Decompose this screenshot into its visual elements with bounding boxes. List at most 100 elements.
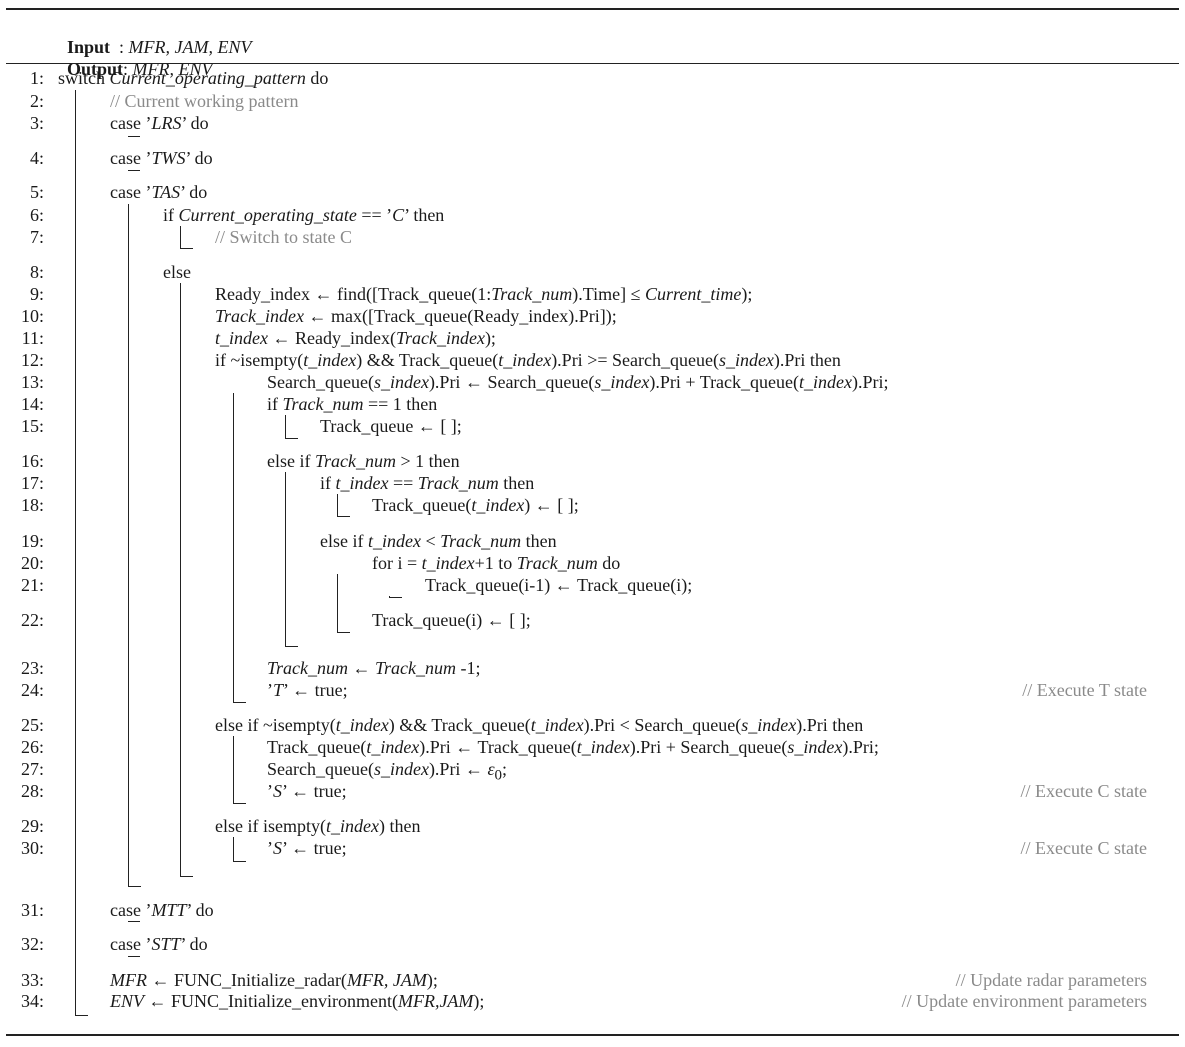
code-line: case ’TWS’ do bbox=[110, 148, 213, 168]
code-line: Track_queue(t_index).Pri ← Track_queue(t… bbox=[267, 737, 879, 757]
line-number: 9: bbox=[29, 284, 44, 304]
line-number: 23: bbox=[20, 658, 44, 678]
code-line: ’S’ ← true; bbox=[267, 838, 347, 858]
empty-block-mark bbox=[128, 170, 140, 172]
line-number: 26: bbox=[20, 737, 44, 757]
code-line: for i = t_index+1 to Track_num do bbox=[372, 553, 621, 573]
line-comment: // Execute C state bbox=[1020, 781, 1147, 801]
code-line: Track_queue ← [ ]; bbox=[320, 416, 462, 436]
line-number: 24: bbox=[20, 680, 44, 700]
block-bracket bbox=[389, 596, 402, 598]
code-line: case ’LRS’ do bbox=[110, 113, 209, 133]
code-line: ’S’ ← true; bbox=[267, 781, 347, 801]
line-number: 3: bbox=[29, 113, 44, 133]
line-number: 1: bbox=[29, 68, 44, 88]
code-line: ’T’ ← true; bbox=[267, 680, 348, 700]
input-line: Input : MFR, JAM, ENV bbox=[58, 14, 252, 58]
code-line: switch Current_operating_pattern do bbox=[58, 68, 329, 88]
code-line: case ’MTT’ do bbox=[110, 900, 214, 920]
code-line: Track_index ← max([Track_queue(Ready_ind… bbox=[215, 306, 617, 326]
line-number: 4: bbox=[29, 148, 44, 168]
block-bracket bbox=[285, 415, 298, 439]
code-line: else bbox=[163, 262, 191, 282]
empty-block-mark bbox=[128, 921, 140, 923]
code-line: Track_queue(t_index) ← [ ]; bbox=[372, 495, 579, 515]
input-value: MFR, JAM, ENV bbox=[128, 37, 252, 57]
line-number: 25: bbox=[20, 715, 44, 735]
line-comment: // Update environment parameters bbox=[901, 991, 1147, 1011]
empty-block-mark bbox=[128, 956, 140, 958]
header-rule bbox=[6, 63, 1179, 64]
line-number: 30: bbox=[20, 838, 44, 858]
line-number: 18: bbox=[20, 495, 44, 515]
block-bracket bbox=[128, 204, 141, 887]
code-line: Search_queue(s_index).Pri ← ε0; bbox=[267, 759, 508, 784]
line-number: 28: bbox=[20, 781, 44, 801]
code-line: Ready_index ← find([Track_queue(1:Track_… bbox=[215, 284, 753, 304]
line-comment: // Execute T state bbox=[1022, 680, 1147, 700]
line-number: 19: bbox=[20, 531, 44, 551]
line-number: 13: bbox=[20, 372, 44, 392]
input-separator: : bbox=[110, 37, 129, 57]
block-bracket bbox=[233, 393, 246, 703]
output-label: Output bbox=[67, 59, 124, 79]
code-line: else if ~isempty(t_index) && Track_queue… bbox=[215, 715, 864, 735]
line-number: 6: bbox=[29, 205, 44, 225]
line-number: 22: bbox=[20, 610, 44, 630]
block-bracket bbox=[180, 226, 193, 249]
code-line: if Track_num == 1 then bbox=[267, 394, 438, 414]
line-number: 15: bbox=[20, 416, 44, 436]
line-number: 14: bbox=[20, 394, 44, 414]
input-label: Input bbox=[67, 37, 111, 57]
code-line: case ’STT’ do bbox=[110, 934, 208, 954]
block-bracket bbox=[337, 574, 350, 633]
code-line: t_index ← Ready_index(Track_index); bbox=[215, 328, 496, 348]
bottom-rule bbox=[6, 1034, 1179, 1036]
line-number: 5: bbox=[29, 182, 44, 202]
code-line: case ’TAS’ do bbox=[110, 182, 208, 202]
block-bracket bbox=[337, 494, 350, 517]
code-line: MFR ← FUNC_Initialize_radar(MFR, JAM); bbox=[110, 970, 438, 990]
output-line: Output: MFR, ENV bbox=[58, 36, 213, 80]
block-bracket bbox=[285, 472, 298, 647]
code-line: Search_queue(s_index).Pri ← Search_queue… bbox=[267, 372, 889, 392]
code-line: Track_num ← Track_num -1; bbox=[267, 658, 481, 678]
block-bracket bbox=[180, 283, 193, 877]
line-number: 12: bbox=[20, 350, 44, 370]
line-number: 17: bbox=[20, 473, 44, 493]
output-separator: : bbox=[123, 59, 133, 79]
line-comment: // Update radar parameters bbox=[955, 970, 1147, 990]
block-bracket bbox=[233, 837, 246, 862]
line-number: 10: bbox=[20, 306, 44, 326]
code-line: ENV ← FUNC_Initialize_environment(MFR,JA… bbox=[110, 991, 485, 1011]
line-number: 32: bbox=[20, 934, 44, 954]
code-line: Track_queue(i-1) ← Track_queue(i); bbox=[425, 575, 693, 595]
line-number: 27: bbox=[20, 759, 44, 779]
code-line: else if Track_num > 1 then bbox=[267, 451, 460, 471]
line-number: 29: bbox=[20, 816, 44, 836]
line-number: 34: bbox=[20, 991, 44, 1011]
code-line: // Current working pattern bbox=[110, 91, 299, 111]
empty-block-mark bbox=[128, 136, 140, 138]
block-bracket bbox=[233, 736, 246, 804]
line-number: 20: bbox=[20, 553, 44, 573]
code-line: else if isempty(t_index) then bbox=[215, 816, 421, 836]
output-value: MFR, ENV bbox=[132, 59, 213, 79]
line-number: 16: bbox=[20, 451, 44, 471]
code-line: Track_queue(i) ← [ ]; bbox=[372, 610, 531, 630]
line-number: 2: bbox=[29, 91, 44, 111]
line-number: 8: bbox=[29, 262, 44, 282]
line-number: 11: bbox=[21, 328, 44, 348]
code-line: else if t_index < Track_num then bbox=[320, 531, 557, 551]
line-number: 21: bbox=[20, 575, 44, 595]
block-bracket bbox=[75, 90, 88, 1016]
line-number: 33: bbox=[20, 970, 44, 990]
code-line: if ~isempty(t_index) && Track_queue(t_in… bbox=[215, 350, 841, 370]
code-line: if t_index == Track_num then bbox=[320, 473, 535, 493]
line-number: 31: bbox=[20, 900, 44, 920]
line-comment: // Execute C state bbox=[1020, 838, 1147, 858]
top-rule bbox=[6, 8, 1179, 10]
line-number: 7: bbox=[29, 227, 44, 247]
code-line: // Switch to state C bbox=[215, 227, 352, 247]
code-line: if Current_operating_state == ’C’ then bbox=[163, 205, 445, 225]
